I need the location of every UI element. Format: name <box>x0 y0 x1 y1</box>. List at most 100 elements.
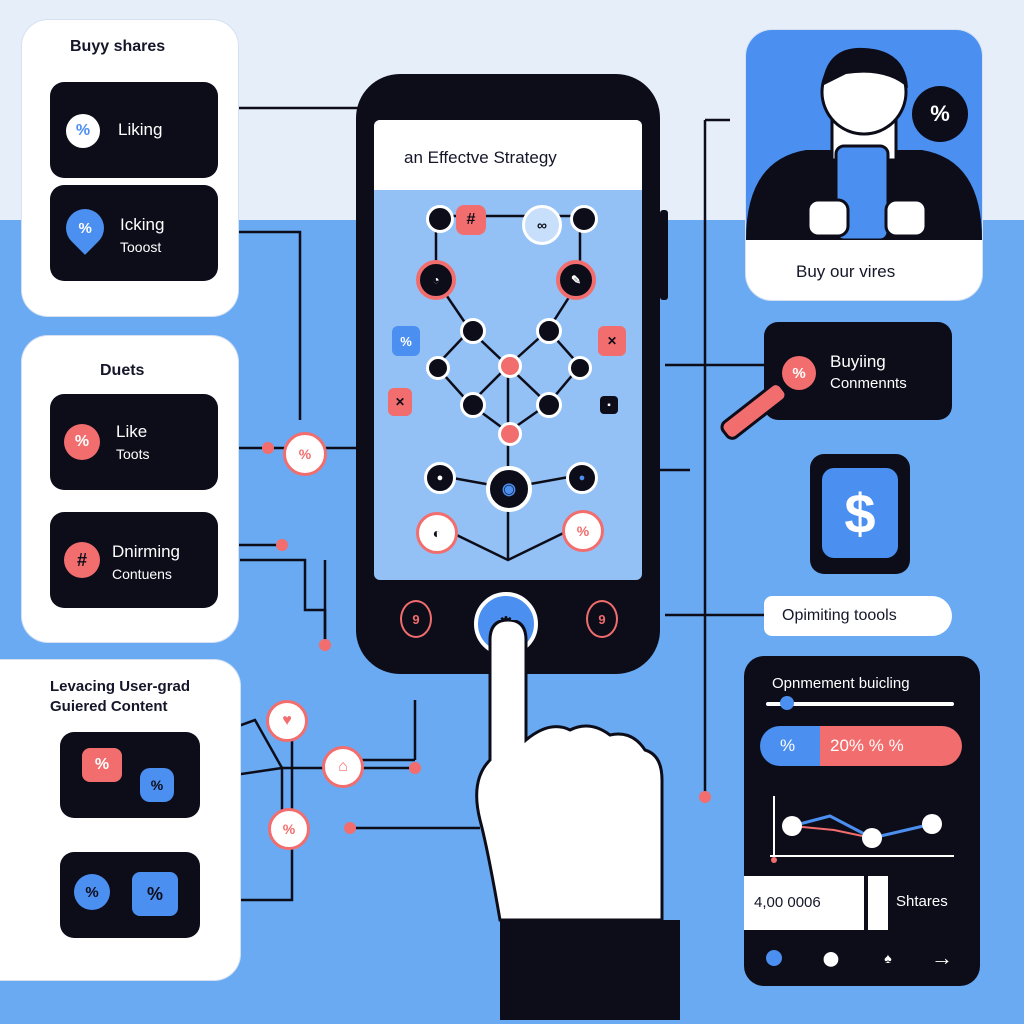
center-red-node[interactable] <box>498 422 522 446</box>
pill-line1: Buyiing <box>830 352 886 371</box>
item-label: Liking <box>118 120 163 139</box>
connector-dot <box>276 539 288 551</box>
chat-bubble-icon: % <box>140 768 174 802</box>
tag-square: ✕ <box>388 388 412 416</box>
stat-right-label: 20% % % <box>830 736 904 755</box>
slider-thumb[interactable] <box>780 696 794 710</box>
tag-square: ✕ <box>598 326 626 356</box>
panel-title: Levacing User-grad <box>50 678 191 695</box>
percent-icon: % <box>64 424 100 460</box>
network-node[interactable] <box>426 205 454 233</box>
banner-text: an Effectve Strategy <box>404 148 557 167</box>
eye-node[interactable]: ● <box>424 462 456 494</box>
percent-swap-card[interactable]: % % <box>60 732 200 818</box>
tiny-icon: ▪ <box>600 396 618 414</box>
panel-subtitle: Guiered Content <box>50 698 168 715</box>
location-pin-right[interactable]: 9 <box>586 600 618 638</box>
pill-line2: Conmennts <box>830 375 907 392</box>
left-panel-top: Buyy shares % Liking % Icking Tooost <box>22 20 238 316</box>
left-panel-mid: Duets % Like Toots # Dnirming Contuens <box>22 336 238 642</box>
center-red-node[interactable] <box>498 354 522 378</box>
dashboard-title: Opnmement buicling <box>772 675 910 692</box>
percent-node[interactable]: % <box>562 510 604 552</box>
network-node[interactable] <box>426 356 450 380</box>
network-node[interactable] <box>568 356 592 380</box>
network-node[interactable] <box>536 392 562 418</box>
person-illustration <box>746 47 982 240</box>
dashboard-nav: ⬤ ♠ → <box>744 940 980 980</box>
item-label: Dnirming <box>112 542 181 561</box>
item-label: Icking <box>120 215 165 234</box>
percent-tag-icon: % <box>82 748 122 782</box>
spade-icon[interactable]: ♠ <box>884 950 892 966</box>
connector-line <box>218 230 302 420</box>
count-value: 4,00 0006 <box>754 894 821 911</box>
profile-icon[interactable] <box>766 950 782 966</box>
icking-item[interactable]: % Icking Tooost <box>50 185 218 281</box>
network-node[interactable] <box>460 392 486 418</box>
heart-node[interactable]: ♥ <box>266 700 308 742</box>
pie-node[interactable]: ◔ <box>416 260 456 300</box>
percent-glyph: % <box>78 219 92 237</box>
dollar-button[interactable]: $ <box>810 454 910 574</box>
person-card: % Buy our vires <box>746 30 982 300</box>
person-caption: Buy our vires <box>796 262 896 281</box>
pointing-hand <box>475 620 680 1020</box>
panel-title: Duets <box>100 362 145 379</box>
connector-dot <box>262 442 274 454</box>
optimizing-tag-label: Opimiting toools <box>782 607 897 624</box>
eye-node[interactable]: ● <box>566 462 598 494</box>
mini-line-chart <box>770 796 954 863</box>
location-pin-left[interactable]: 9 <box>400 600 432 638</box>
side-button <box>660 210 668 300</box>
item-sublabel: Tooost <box>120 239 162 255</box>
dashboard-panel: Opnmement buicling % 20% % % 4,00 0006 S… <box>744 656 980 986</box>
count-box <box>744 876 864 930</box>
percent-pin-icon: % <box>58 201 112 255</box>
arrow-right-icon[interactable]: → <box>931 945 953 970</box>
buying-comments-pill[interactable]: % Buyiing Conmennts <box>764 322 952 420</box>
moon-node[interactable]: ◐ <box>416 512 458 554</box>
hashtag-badge: # <box>456 205 486 235</box>
panel-title: Buyy shares <box>70 38 166 55</box>
home-node[interactable]: ⌂ <box>322 746 364 788</box>
count-divider <box>868 876 888 930</box>
item-sublabel: Toots <box>116 446 150 462</box>
percent-node[interactable]: % <box>268 808 310 850</box>
percent-circle-icon: % <box>74 874 110 910</box>
stat-left-label: % <box>780 736 796 755</box>
percent-icon: % <box>782 356 816 390</box>
connector-dot <box>344 822 356 834</box>
percent-icon: % <box>66 114 100 148</box>
pin-icon[interactable]: ⬤ <box>823 949 839 966</box>
link-badge: ∞ <box>522 205 562 245</box>
percent-exchange-card[interactable]: % % <box>60 852 200 938</box>
network-node[interactable] <box>460 318 486 344</box>
percent-square: % <box>392 326 420 356</box>
connector-dot <box>319 639 331 651</box>
percent-square-icon: % <box>132 872 178 916</box>
network-node[interactable] <box>570 205 598 233</box>
hashtag-icon: # <box>64 542 100 578</box>
left-panel-bottom: Levacing User-grad Guiered Content % % %… <box>0 660 240 980</box>
network-node[interactable] <box>536 318 562 344</box>
count-label: Shtares <box>896 893 948 910</box>
dnirming-item[interactable]: # Dnirming Contuens <box>50 512 218 608</box>
connector-dot <box>699 791 711 803</box>
chat-node[interactable]: ✎ <box>556 260 596 300</box>
percent-node[interactable]: % <box>283 432 327 476</box>
percent-badge: % <box>912 86 968 142</box>
stat-bar-left <box>760 726 820 766</box>
connector-dot <box>409 762 421 774</box>
slider-track[interactable] <box>766 702 954 706</box>
item-sublabel: Contuens <box>112 566 172 582</box>
item-label: Like <box>116 422 148 441</box>
stat-bar-right <box>820 726 962 766</box>
strategy-banner <box>374 120 642 190</box>
target-node[interactable]: ◉ <box>486 466 532 512</box>
connector-line <box>240 558 327 645</box>
optimizing-tag[interactable]: Opimiting toools <box>764 596 952 636</box>
liking-item[interactable]: % Liking <box>50 82 218 178</box>
like-item[interactable]: % Like Toots <box>50 394 218 490</box>
